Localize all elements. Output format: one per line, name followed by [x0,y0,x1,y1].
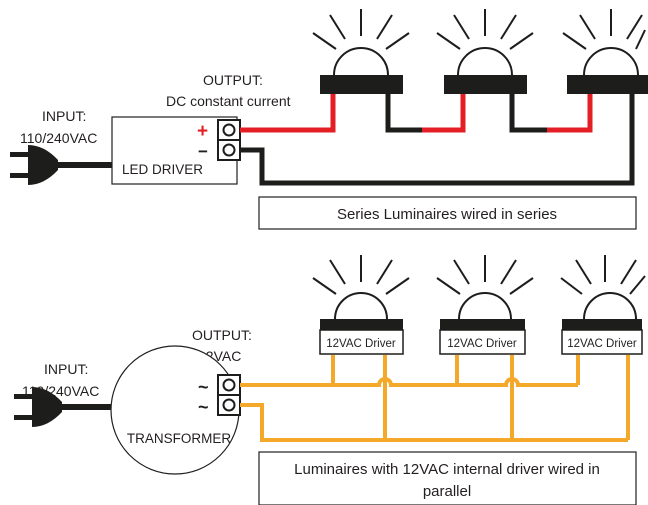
parallel-section: INPUT: 110/240VAC OUTPUT: 12VAC TRANSFOR… [14,255,646,505]
plus-sign: + [197,121,208,142]
input-label-line2: 110/240VAC [22,383,99,399]
ac-symbol-bottom: ~ [198,397,209,417]
led-driver-label: LED DRIVER [122,162,203,177]
parallel-luminaire: 12VAC Driver [312,255,410,355]
series-luminaire [562,9,648,94]
driver-box-label: 12VAC Driver [567,338,637,350]
input-label-line2: 110/240VAC [20,130,97,146]
parallel-wires [240,355,630,442]
driver-box-label: 12VAC Driver [447,338,517,350]
light-rays-icon [312,9,410,50]
light-rays-icon [560,255,646,295]
series-luminaire [312,9,410,94]
transformer-label: TRANSFORMER [127,431,232,446]
driver-box [439,329,526,355]
driver-box-label: 12VAC Driver [326,338,396,350]
series-positive-wires [240,88,593,133]
output-terminal-block [217,119,241,161]
output-label-line1: OUTPUT: [203,72,263,88]
output-terminal-block [217,374,241,416]
series-section: INPUT: 110/240VAC OUTPUT: DC constant cu… [10,9,648,230]
light-rays-icon [562,9,646,50]
output-label-line2: DC constant current [166,93,291,109]
driver-box [319,329,404,355]
light-rays-icon [312,255,410,295]
plug-icon [14,387,120,427]
input-label-line1: INPUT: [44,361,88,377]
parallel-caption-line1: Luminaires with 12VAC internal driver wi… [294,461,600,478]
series-luminaire [436,9,534,94]
ac-symbol-top: ~ [198,377,209,397]
light-rays-icon [436,9,534,50]
series-negative-wires [240,88,635,186]
input-label-line1: INPUT: [42,108,86,124]
driver-box [561,329,643,355]
series-caption-box [258,196,637,230]
light-rays-icon [436,255,534,295]
output-label-line1: OUTPUT: [192,327,252,343]
plug-icon [10,145,112,185]
parallel-caption-box [258,451,637,505]
series-caption: Series Luminaires wired in series [337,206,557,223]
led-driver-box [111,116,238,185]
minus-sign: − [198,142,208,161]
parallel-luminaire: 12VAC Driver [436,255,534,355]
parallel-caption-line2: parallel [423,483,471,500]
parallel-luminaire: 12VAC Driver [560,255,646,355]
